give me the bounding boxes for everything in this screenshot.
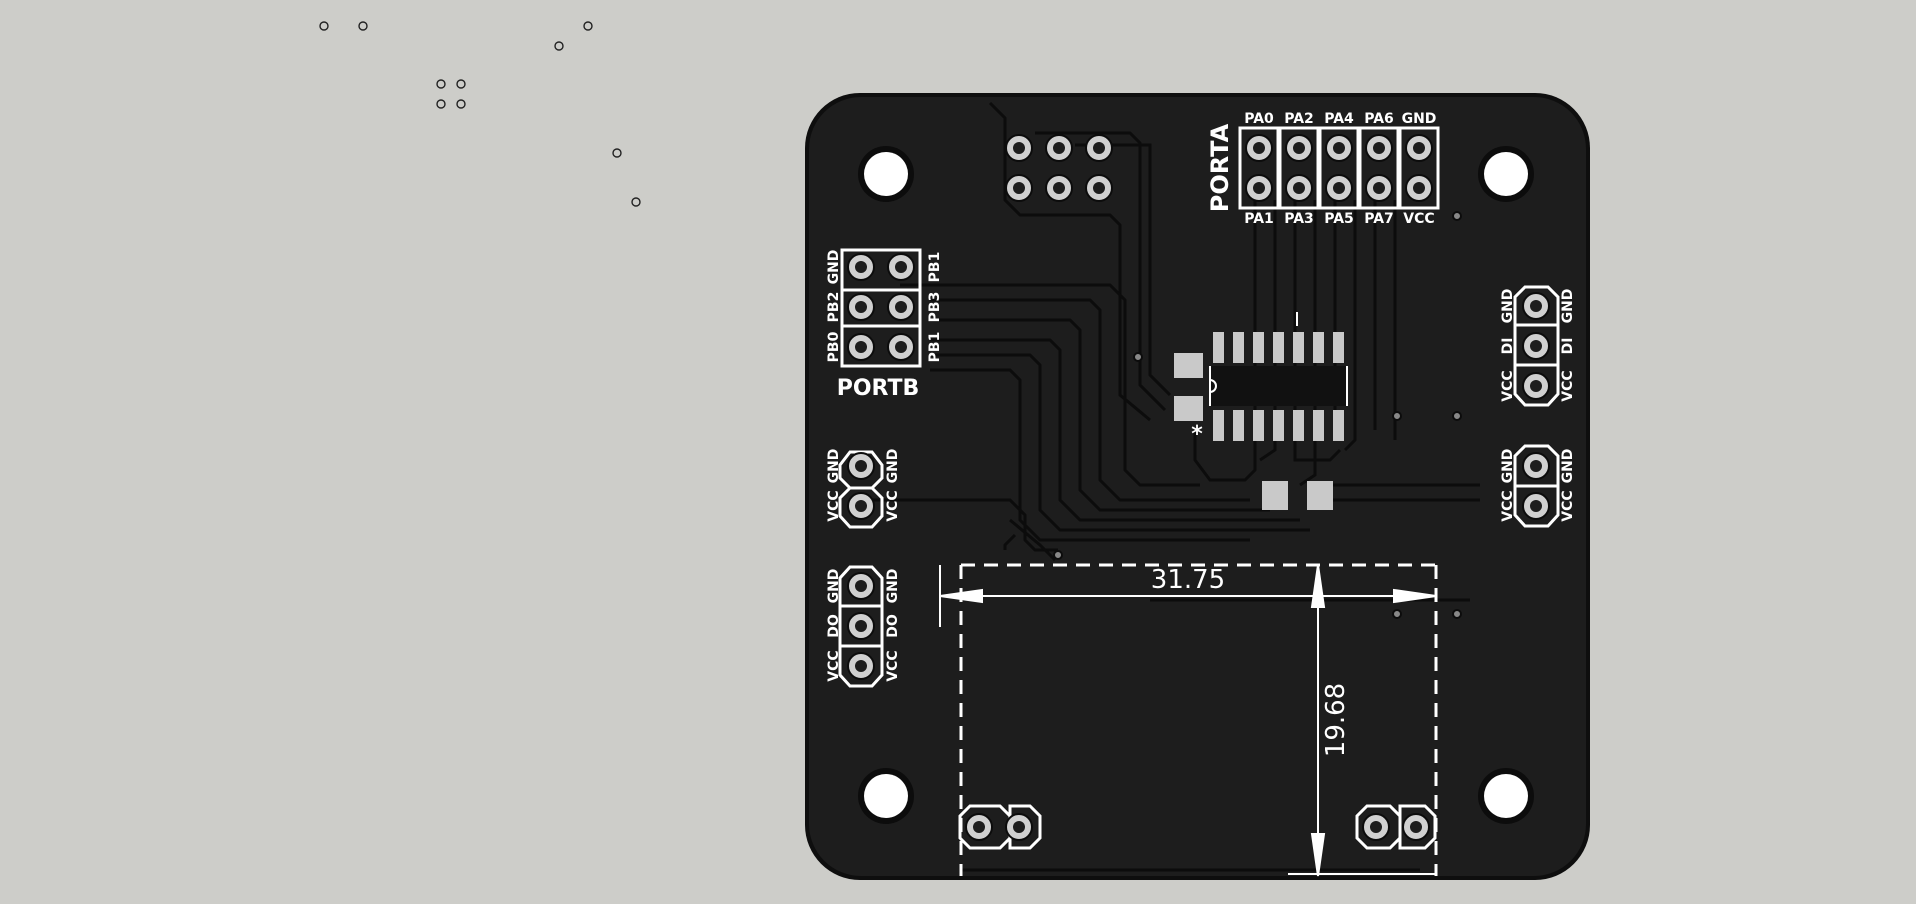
mounting-holes [858, 146, 1534, 824]
pcb-board[interactable]: PA0 PA2 PA4 PA6 GND PA1 PA3 PA5 PA7 VCC … [805, 93, 1590, 880]
construction-points [319, 21, 641, 207]
porta-bottom-label: PA1 [1244, 211, 1274, 227]
porta-top-label: PA0 [1244, 111, 1274, 127]
right-mid-label: VCC [1560, 490, 1576, 521]
right-mid-label: VCC [1500, 490, 1516, 521]
right-top-label: DI [1560, 338, 1576, 355]
porta-bottom-label: PA7 [1364, 211, 1394, 227]
portb-right-label: PB1 [927, 332, 943, 363]
isp-header-pads [1005, 134, 1113, 202]
portb-header[interactable]: GND PB2 PB0 PB1 PB3 PB1 PORTB [826, 248, 943, 401]
porta-bottom-label: PA3 [1284, 211, 1314, 227]
porta-bottom-label: PA5 [1324, 211, 1354, 227]
porta-top-label: GND [1402, 111, 1437, 127]
right-top-label: VCC [1560, 370, 1576, 401]
passive-pads [1174, 353, 1333, 510]
right-top-label: GND [1560, 289, 1576, 324]
right-input-header[interactable]: GND DI VCC GND DI VCC [1500, 285, 1576, 407]
right-mid-label: GND [1500, 449, 1516, 484]
left-bottom-label: VCC [885, 650, 901, 681]
left-mid-label: GND [826, 449, 842, 484]
bottom-pads[interactable] [958, 804, 1437, 850]
left-mid-label: GND [885, 449, 901, 484]
portb-right-label: PB3 [927, 292, 943, 323]
left-bottom-label: VCC [826, 650, 842, 681]
dimension-annotations: 31.75 19.68 [939, 564, 1437, 877]
left-power-header[interactable]: GND VCC GND VCC [826, 449, 901, 529]
left-mid-label: VCC [885, 490, 901, 521]
portb-left-label: GND [826, 250, 842, 285]
porta-header[interactable]: PA0 PA2 PA4 PA6 GND PA1 PA3 PA5 PA7 VCC … [1206, 111, 1440, 227]
portb-right-label: PB1 [927, 252, 943, 283]
vias [1053, 211, 1462, 619]
display-outline [959, 563, 1438, 876]
ic-pin1-marker: * [1191, 422, 1203, 447]
left-bottom-label: GND [826, 569, 842, 604]
ic-chip[interactable] [1209, 312, 1348, 441]
porta-top-label: PA4 [1324, 111, 1354, 127]
right-top-label: GND [1500, 289, 1516, 324]
left-bottom-label: GND [885, 569, 901, 604]
porta-title: PORTA [1206, 123, 1234, 212]
porta-top-label: PA6 [1364, 111, 1394, 127]
left-output-header[interactable]: GND DO VCC GND DO VCC [826, 565, 901, 688]
left-bottom-label: DO [826, 614, 842, 638]
portb-left-label: PB0 [826, 331, 842, 362]
right-top-label: DI [1500, 338, 1516, 355]
height-dimension-label: 19.68 [1321, 683, 1351, 757]
right-power-header[interactable]: GND VCC GND VCC [1500, 444, 1576, 528]
porta-top-label: PA2 [1284, 111, 1314, 127]
portb-title: PORTB [837, 376, 920, 401]
portb-left-label: PB2 [826, 292, 842, 323]
right-mid-label: GND [1560, 449, 1576, 484]
width-dimension-label: 31.75 [1151, 565, 1225, 595]
porta-bottom-label: VCC [1403, 211, 1434, 227]
left-mid-label: VCC [826, 490, 842, 521]
right-top-label: VCC [1500, 370, 1516, 401]
left-bottom-label: DO [885, 614, 901, 638]
